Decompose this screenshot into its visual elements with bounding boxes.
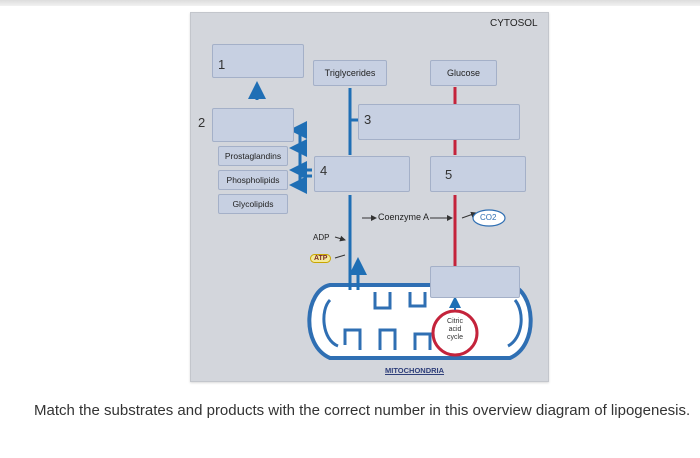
number-1: 1 xyxy=(218,57,226,72)
question-text: Match the substrates and products with t… xyxy=(34,402,691,419)
number-2: 2 xyxy=(198,115,206,130)
citric-acid-cycle-circle xyxy=(431,309,479,357)
phospholipids-label: Phospholipids xyxy=(226,175,280,185)
citric-word: Citric xyxy=(447,318,463,325)
mitochondrion-inner-membrane xyxy=(322,292,523,350)
coenzyme-a-label: Coenzyme A xyxy=(378,212,430,222)
phospholipids-box: Phospholipids xyxy=(218,170,288,190)
answer-box-1[interactable] xyxy=(212,44,304,78)
answer-box-6[interactable] xyxy=(430,266,520,298)
co2-label: CO2 xyxy=(480,213,497,222)
triglycerides-box: Triglycerides xyxy=(313,60,387,86)
cytosol-label: CYTOSOL xyxy=(490,18,538,29)
answer-box-4[interactable] xyxy=(314,156,410,192)
glucose-label: Glucose xyxy=(446,68,481,78)
number-5: 5 xyxy=(445,167,453,182)
glucose-box: Glucose xyxy=(430,60,497,86)
co2-bubble xyxy=(472,209,506,227)
acid-word: acid xyxy=(448,326,462,333)
adp-label: ADP xyxy=(313,233,330,242)
number-3: 3 xyxy=(364,112,372,127)
answer-box-3[interactable] xyxy=(358,104,520,140)
prostaglandins-box: Prostaglandins xyxy=(218,146,288,166)
atp-label: ATP xyxy=(310,254,332,263)
cycle-word: cycle xyxy=(447,334,463,341)
prostaglandins-label: Prostaglandins xyxy=(224,151,282,161)
triglycerides-label: Triglycerides xyxy=(324,68,376,78)
answer-box-2[interactable] xyxy=(212,108,294,142)
citric-acid-cycle-label: Citric acid cycle xyxy=(438,318,472,342)
number-4: 4 xyxy=(320,163,328,178)
top-edge xyxy=(0,0,700,6)
answer-box-5[interactable] xyxy=(430,156,526,192)
glycolipids-box: Glycolipids xyxy=(218,194,288,214)
glycolipids-label: Glycolipids xyxy=(232,199,274,209)
mitochondria-label: MITOCHONDRIA xyxy=(385,366,445,375)
